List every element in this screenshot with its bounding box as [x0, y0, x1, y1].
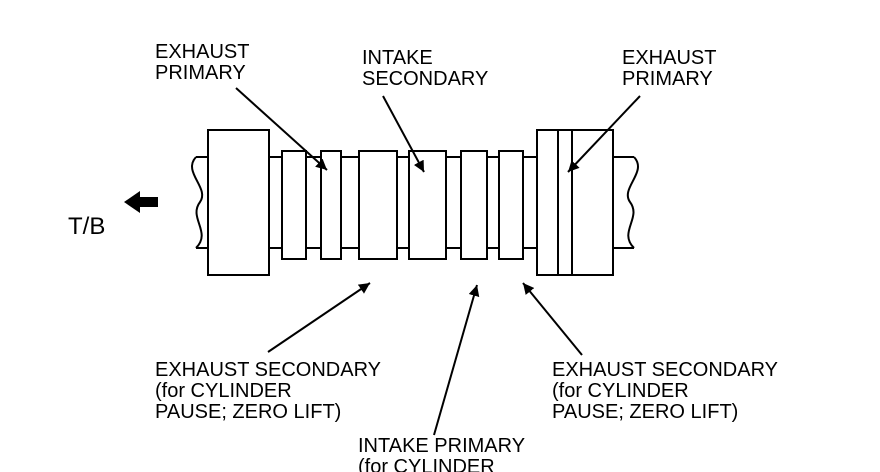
label-line: (for CYLINDER	[358, 456, 495, 472]
label-line: PRIMARY	[155, 62, 246, 84]
label-line: PRIMARY	[622, 68, 713, 90]
exhaust-primary-lobe-left	[281, 150, 307, 260]
leader-exhaust-secondary-right	[522, 282, 583, 356]
label-exhaust-secondary-left: EXHAUST SECONDARY (for CYLINDER PAUSE; Z…	[155, 360, 381, 423]
label-line: EXHAUST	[155, 41, 250, 63]
exhaust-secondary-lobe-right	[498, 150, 524, 260]
leader-exhaust-primary-right	[567, 95, 641, 173]
label-line: EXHAUST	[622, 47, 717, 69]
leader-arrows	[235, 87, 641, 436]
left-journal	[207, 129, 270, 276]
label-line: (for CYLINDER	[155, 380, 292, 402]
camshaft-lobes	[207, 129, 614, 276]
exhaust-primary-lobe-left-b	[320, 150, 342, 260]
direction-arrow-icon	[124, 191, 158, 213]
label-exhaust-primary-left: EXHAUST PRIMARY	[155, 42, 249, 84]
intake-primary-lobe	[460, 150, 488, 260]
leader-exhaust-secondary-left	[267, 282, 371, 353]
label-intake-primary: INTAKE PRIMARY (for CYLINDER	[358, 436, 525, 472]
leader-intake-secondary	[382, 95, 425, 173]
intake-secondary-lobe	[408, 150, 447, 260]
label-line: INTAKE PRIMARY	[358, 435, 526, 457]
label-direction: T/B	[68, 214, 105, 240]
label-line: EXHAUST SECONDARY	[552, 359, 778, 381]
label-exhaust-secondary-right: EXHAUST SECONDARY (for CYLINDER PAUSE; Z…	[552, 360, 778, 423]
label-line: EXHAUST SECONDARY	[155, 359, 381, 381]
label-line: SECONDARY	[362, 68, 489, 90]
leader-intake-primary	[433, 284, 480, 436]
right-journal	[536, 129, 614, 276]
label-line: PAUSE; ZERO LIFT)	[155, 401, 342, 423]
label-exhaust-primary-right: EXHAUST PRIMARY	[622, 48, 716, 90]
label-line: (for CYLINDER	[552, 380, 689, 402]
leader-exhaust-primary-left	[235, 87, 328, 171]
label-intake-secondary: INTAKE SECONDARY	[362, 48, 488, 90]
label-line: PAUSE; ZERO LIFT)	[552, 401, 739, 423]
label-line: INTAKE	[362, 47, 433, 69]
exhaust-secondary-lobe-left	[358, 150, 398, 260]
label-line: T/B	[68, 213, 106, 240]
